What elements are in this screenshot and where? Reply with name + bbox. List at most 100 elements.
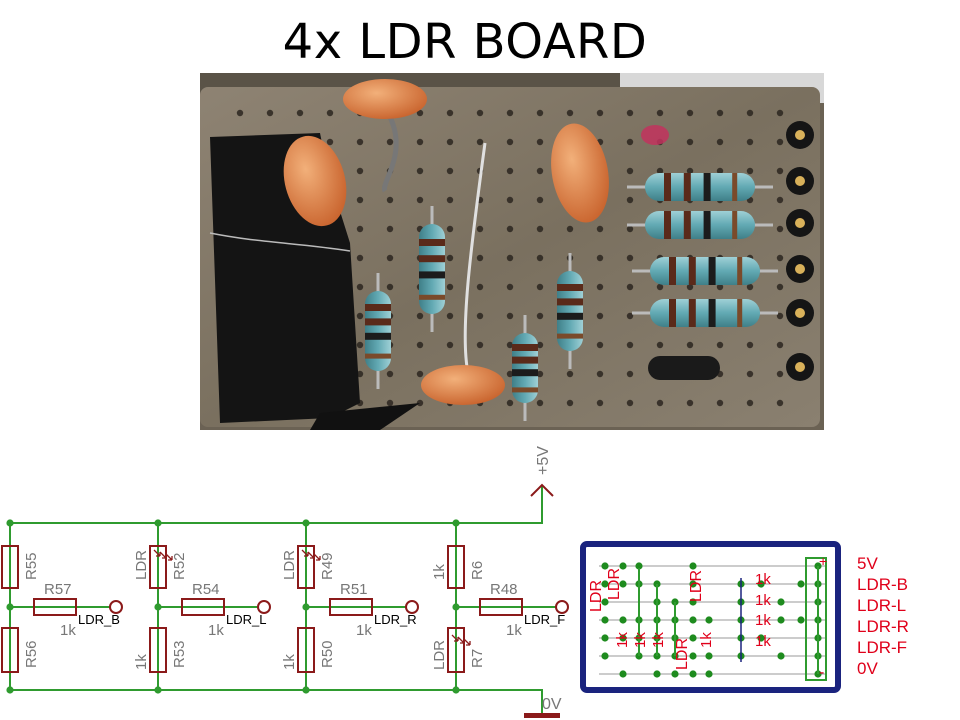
solder-point — [601, 598, 609, 606]
net-ldr-r: LDR_R — [374, 612, 417, 627]
resistor-r7 — [447, 627, 465, 673]
label-r51: R51 — [340, 581, 368, 598]
solder-point — [601, 616, 609, 624]
label-r7: R7 — [469, 649, 486, 668]
pin-label-ldr-l: LDR-L — [857, 596, 907, 615]
solder-point — [689, 616, 697, 624]
resistor-r50 — [297, 627, 315, 673]
solder-point — [601, 634, 609, 642]
solder-point — [619, 616, 627, 624]
solder-point — [689, 670, 697, 678]
value-r6: 1k — [431, 564, 448, 580]
solder-point — [777, 652, 785, 660]
value-r57: 1k — [60, 622, 76, 639]
pin-label-ldr-r: LDR-R — [857, 617, 909, 636]
resistor-label: 1k — [755, 633, 771, 650]
resistor — [632, 257, 778, 285]
label-r53: R53 — [171, 640, 188, 668]
ground-symbol — [524, 713, 560, 718]
net-ldr-b: LDR_B — [78, 612, 120, 627]
layout-header — [805, 557, 827, 681]
solder-point — [757, 580, 765, 588]
header-pins — [786, 121, 814, 381]
value-r51: 1k — [356, 622, 372, 639]
output-terminal — [405, 600, 419, 614]
solder-point — [797, 616, 805, 624]
plus-marker: + — [819, 553, 827, 569]
resistor-r6 — [447, 545, 465, 589]
resistor-r57 — [33, 598, 77, 616]
resistor-label: 1k — [755, 612, 771, 629]
solder-point — [705, 670, 713, 678]
ldr-label: LDR — [674, 638, 691, 670]
resistor-label: 1k — [698, 632, 715, 648]
resistor-label: 1k — [632, 632, 649, 648]
label-r48: R48 — [490, 581, 518, 598]
net-ldr-l: LDR_L — [226, 612, 266, 627]
output-terminal — [109, 600, 123, 614]
solder-point — [601, 580, 609, 588]
resistor-r49 — [297, 545, 315, 589]
resistor-label: 1k — [614, 632, 631, 648]
value-r49: LDR — [281, 550, 298, 580]
solder-point — [689, 562, 697, 570]
resistor — [627, 173, 773, 201]
label-r56: R56 — [23, 640, 40, 668]
ldr-label: LDR — [688, 570, 705, 602]
solder-point — [619, 580, 627, 588]
resistor-label: 1k — [755, 571, 771, 588]
resistor-r48 — [479, 598, 523, 616]
solder-point — [757, 634, 765, 642]
value-r48: 1k — [506, 622, 522, 639]
ldr-label: LDR — [588, 580, 605, 612]
resistor-r54 — [181, 598, 225, 616]
page-title: 4x LDR BOARD — [282, 14, 648, 70]
supply-arrow — [530, 483, 554, 497]
solder-point — [653, 670, 661, 678]
resistor — [419, 206, 445, 332]
solder-point — [619, 634, 627, 642]
value-r7: LDR — [431, 640, 448, 670]
solder-point — [705, 652, 713, 660]
minus-marker: - — [819, 664, 824, 681]
resistor — [365, 273, 391, 389]
label-r52: R52 — [171, 552, 188, 580]
resistor-label: 1k — [650, 632, 667, 648]
ldr-component — [283, 79, 609, 405]
output-terminal — [555, 600, 569, 614]
solder-point — [689, 598, 697, 606]
pin-label-ldr-b: LDR-B — [857, 575, 909, 594]
solder-point — [705, 616, 713, 624]
output-terminal — [257, 600, 271, 614]
value-r53: 1k — [133, 654, 150, 670]
board-photo — [200, 73, 824, 430]
pin-label-0v: 0V — [857, 659, 878, 678]
resistor-r52 — [149, 545, 167, 589]
resistor-array — [365, 173, 778, 421]
resistor — [627, 211, 773, 239]
label-r55: R55 — [23, 552, 40, 580]
solder-point — [797, 580, 805, 588]
label-r54: R54 — [192, 581, 220, 598]
schematic-diagram: +5V 0V R55R56R571kLDR_BR52R53R541kLDR1kL… — [1, 446, 569, 718]
solder-point — [601, 562, 609, 570]
resistor-r56 — [1, 627, 19, 673]
label-r50: R50 — [319, 640, 336, 668]
solder-point — [601, 652, 609, 660]
ldr-label: LDR — [606, 568, 623, 600]
net-ldr-f: LDR_F — [524, 612, 565, 627]
value-r50: 1k — [281, 654, 298, 670]
solder-point — [671, 670, 679, 678]
solder-point — [777, 598, 785, 606]
resistor-label: 1k — [755, 592, 771, 609]
solder-point — [689, 634, 697, 642]
label-r49: R49 — [319, 552, 336, 580]
pin-labels: 5V LDR-B LDR-L LDR-R LDR-F 0V — [857, 553, 909, 679]
ground-label: 0V — [542, 696, 562, 713]
label-r6: R6 — [469, 561, 486, 580]
pin-label-ldr-f: LDR-F — [857, 638, 908, 657]
pin-label-5v: 5V — [857, 554, 878, 573]
value-r52: LDR — [133, 550, 150, 580]
solder-point — [777, 616, 785, 624]
